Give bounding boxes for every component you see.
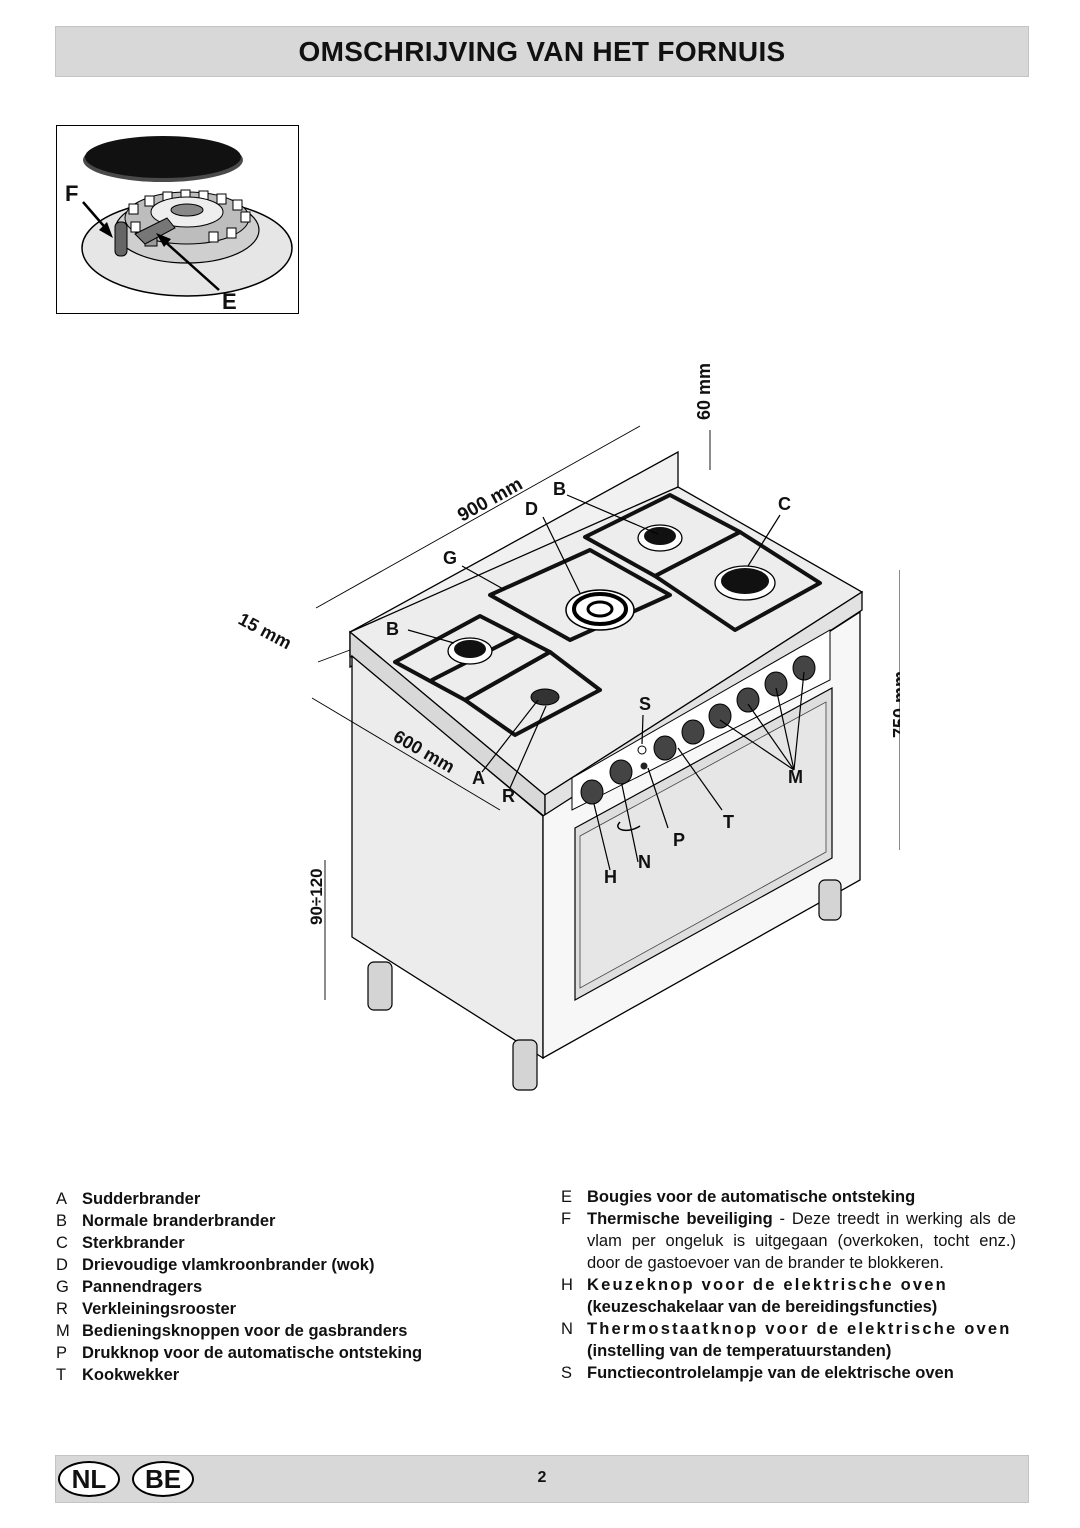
label-m: M bbox=[788, 767, 803, 787]
dim-width: 900 mm bbox=[454, 474, 526, 527]
legend-h-title: Keuzeknop voor de elektrische oven bbox=[587, 1276, 948, 1294]
page-number: 2 bbox=[537, 1469, 547, 1486]
burner-detail-inset: F E bbox=[56, 125, 299, 314]
dim-back: 60 mm bbox=[694, 363, 714, 420]
title-bar: OMSCHRIJVING VAN HET FORNUIS bbox=[55, 26, 1029, 77]
label-f: F bbox=[65, 181, 78, 206]
label-a: A bbox=[472, 768, 485, 788]
legend-n-text: (instelling van de temperatuurstanden) bbox=[587, 1342, 892, 1360]
label-s: S bbox=[639, 694, 651, 714]
label-r: R bbox=[502, 786, 515, 806]
page-title: OMSCHRIJVING VAN HET FORNUIS bbox=[298, 35, 786, 67]
footer-bar: NL BE 2 bbox=[55, 1455, 1029, 1503]
label-b-left: B bbox=[386, 619, 399, 639]
dim-height: 750 mm bbox=[890, 671, 900, 738]
legend-h-text: (keuzeschakelaar van de bereidingsfuncti… bbox=[587, 1298, 938, 1316]
legend-f-title: Thermische beveiliging bbox=[587, 1210, 773, 1228]
language-badge-be: BE bbox=[132, 1461, 194, 1497]
label-d: D bbox=[525, 499, 538, 519]
label-p: P bbox=[673, 830, 685, 850]
dim-legs: 90÷120 bbox=[307, 868, 326, 925]
label-g: G bbox=[443, 548, 457, 568]
label-t: T bbox=[723, 812, 734, 832]
label-h: H bbox=[604, 867, 617, 887]
dim-gap: 15 mm bbox=[235, 609, 295, 653]
burner-detail-illustration: F E bbox=[65, 136, 293, 314]
legend-n-title: Thermostaatknop voor de elektrische oven bbox=[587, 1320, 1012, 1338]
language-badge-nl: NL bbox=[58, 1461, 120, 1497]
label-b-top: B bbox=[553, 479, 566, 499]
cooker-drawing: 900 mm 15 mm 600 mm 60 mm 750 mm 90÷120 … bbox=[235, 363, 910, 1091]
cooker-illustration: 900 mm 15 mm 600 mm 60 mm 750 mm 90÷120 … bbox=[200, 340, 910, 1105]
label-n: N bbox=[638, 852, 651, 872]
label-e: E bbox=[222, 289, 237, 314]
label-c: C bbox=[778, 494, 791, 514]
legend-f-text: - Deze treedt in werking als de vlam per… bbox=[587, 1210, 1016, 1272]
